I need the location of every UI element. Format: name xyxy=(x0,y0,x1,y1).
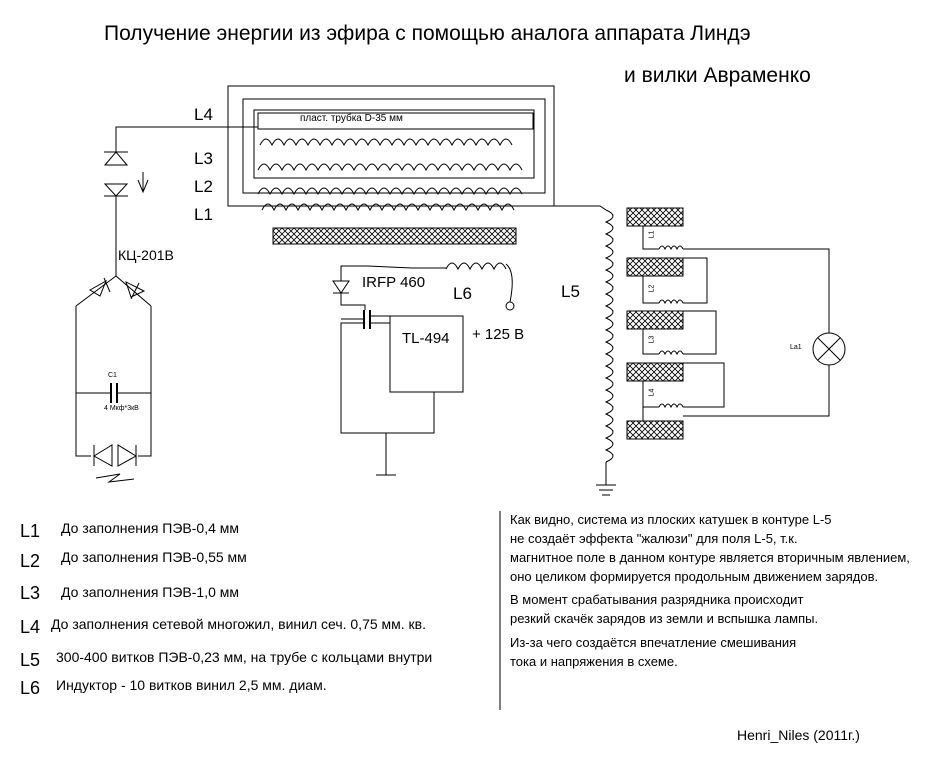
spec-id-l4: L4 xyxy=(20,617,41,637)
title-line-1: Получение энергии из эфира с помощью ана… xyxy=(104,22,751,45)
note-line: оно целиком формируется продольным движе… xyxy=(510,569,879,584)
author-credit: Henri_Niles (2011г.) xyxy=(737,727,860,743)
lamp-la1 xyxy=(812,332,846,366)
core-bar xyxy=(272,227,517,245)
spec-id-l3: L3 xyxy=(20,583,41,603)
winding-frame-inner xyxy=(253,109,535,179)
notes-block: Как видно, система из плоских катушек в … xyxy=(510,512,941,672)
transistor-label: IRFP 460 xyxy=(362,274,426,291)
note-line: не создаёт эффекта "жалюзи" для поля L-5… xyxy=(510,531,798,546)
lamp-label: La1 xyxy=(790,344,802,351)
voltage-label: + 125 В xyxy=(472,326,525,343)
note-line: тока и напряжения в схеме. xyxy=(510,654,678,669)
note-line: магнитное поле в данном контуре является… xyxy=(510,550,910,565)
controller-label: TL-494 xyxy=(402,330,450,347)
spec-id-l5: L5 xyxy=(20,650,41,670)
flat-coil-label-l3: L3 xyxy=(648,335,656,344)
l6-turns xyxy=(445,262,507,271)
coil-l3-turns xyxy=(257,163,523,172)
coil-l5-label: L5 xyxy=(561,282,580,301)
title-line-2: и вилки Авраменко xyxy=(624,64,811,87)
winding-frame-mid xyxy=(242,98,546,194)
note-line: Как видно, система из плоских катушек в … xyxy=(510,512,832,527)
coil-l5-turns xyxy=(604,209,614,463)
spec-id-l2: L2 xyxy=(20,551,41,571)
l4-lead-wire xyxy=(115,126,258,152)
spec-text-l3: До заполнения ПЭВ-1,0 мм xyxy=(61,584,240,600)
spec-text-l1: До заполнения ПЭВ-0,4 мм xyxy=(61,520,240,536)
tl494-box xyxy=(389,315,464,393)
inductor-l6-label: L6 xyxy=(453,284,472,303)
spec-id-l6: L6 xyxy=(20,678,41,698)
tube-label: пласт. трубка D-35 мм xyxy=(300,113,403,124)
spec-text-l4: До заполнения сетевой многожил, винил се… xyxy=(51,616,427,632)
flat-coil-label-l2: L2 xyxy=(648,284,656,293)
flat-coil-label-l4: L4 xyxy=(648,388,656,397)
coil-label-l1: L1 xyxy=(194,205,213,224)
diode-bridge-label: КЦ-201В xyxy=(118,247,174,263)
note-line: В момент срабатывания разрядника происхо… xyxy=(510,592,804,607)
coil-label-l4: L4 xyxy=(194,105,213,124)
spec-text-l6: Индуктор - 10 витков винил 2,5 мм. диам. xyxy=(56,677,327,693)
coil-label-l2: L2 xyxy=(194,177,213,196)
tube-frame xyxy=(257,112,534,130)
spec-id-l1: L1 xyxy=(20,521,41,541)
spec-text-l5: 300-400 витков ПЭВ-0,23 мм, на трубе с к… xyxy=(56,649,433,665)
coil-l2-turns xyxy=(257,187,523,196)
spec-text-l2: До заполнения ПЭВ-0,55 мм xyxy=(61,549,247,565)
coil-label-l3: L3 xyxy=(194,149,213,168)
note-line: резкий скачёк зарядов из земли и вспышка… xyxy=(510,611,819,626)
note-line: Из-за чего создаётся впечатление смешива… xyxy=(510,635,797,650)
cap-label: C1 xyxy=(108,372,117,379)
coil-l1-turns xyxy=(261,203,515,212)
l6-terminal xyxy=(505,301,515,311)
flat-coil-label-l1: L1 xyxy=(648,230,656,239)
coil-l4-turns xyxy=(259,138,513,147)
cap-value: 4 Мкф*3кВ xyxy=(104,405,139,412)
